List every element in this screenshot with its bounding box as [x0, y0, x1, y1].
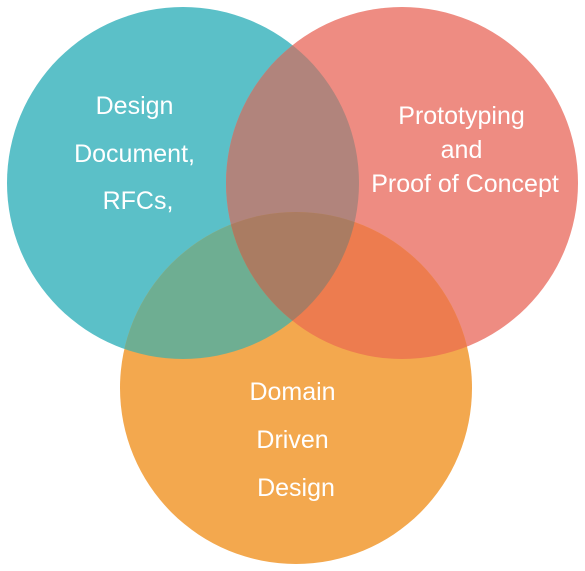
- prototyping-label: Prototyping and Proof of Concept: [371, 102, 559, 198]
- label-line: Proof of Concept: [371, 170, 559, 198]
- label-line: Design: [96, 92, 174, 120]
- overlap-left-bottom: [120, 212, 359, 359]
- label-line: Domain: [249, 378, 335, 406]
- label-line: Prototyping: [398, 102, 524, 130]
- label-line: RFCs,: [103, 187, 174, 215]
- label-line: Design: [257, 474, 335, 502]
- overlap-right-bottom: [226, 212, 472, 359]
- domain-driven-design-label: Domain Driven Design: [249, 378, 342, 502]
- design-document-label: Design Document, RFCs,: [74, 92, 202, 215]
- label-line: and: [441, 136, 483, 164]
- label-line: Document,: [74, 140, 195, 168]
- label-line: Driven: [256, 426, 328, 454]
